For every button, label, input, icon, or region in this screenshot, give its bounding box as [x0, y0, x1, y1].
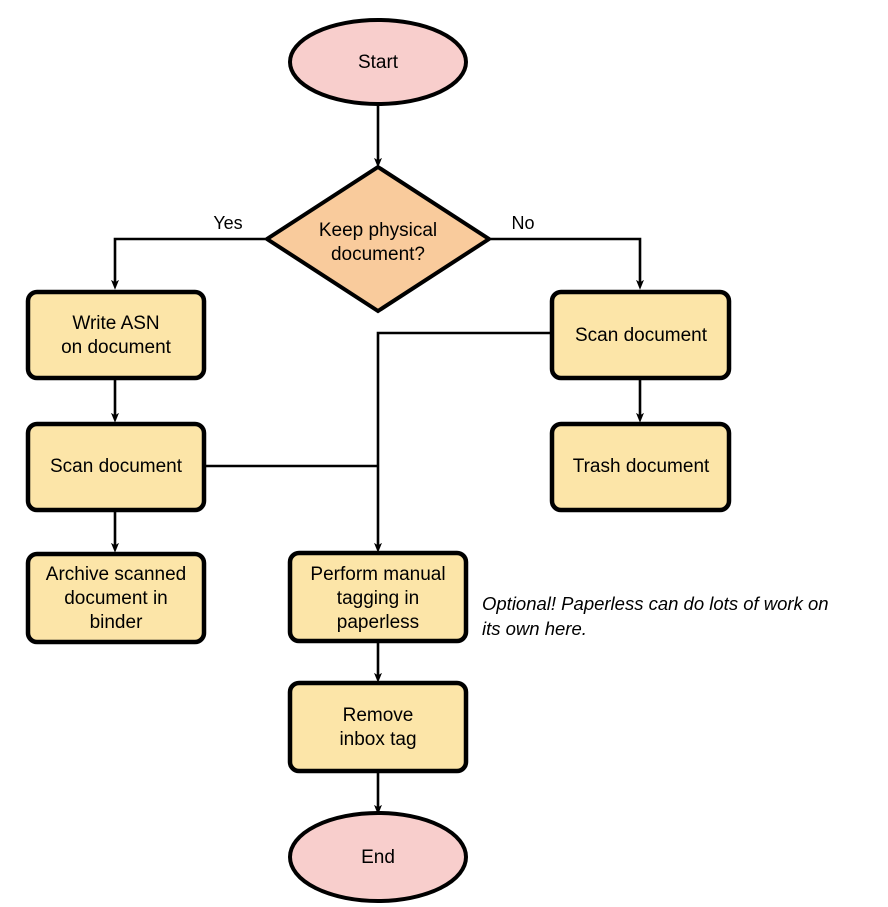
- node-archive-scanned-document[interactable]: Archive scanned document in binder: [25, 551, 207, 645]
- node-trash-document[interactable]: Trash document: [549, 421, 732, 513]
- start-label: Start: [358, 52, 399, 73]
- decision-diamond: [263, 164, 493, 314]
- start-ellipse: [288, 18, 468, 106]
- node-remove-inbox-tag[interactable]: Remove inbox tag: [287, 680, 469, 774]
- write-asn-label-line2: on document: [61, 337, 172, 358]
- node-scan-document-left[interactable]: Scan document: [25, 421, 207, 513]
- tagging-label-line2: tagging in: [337, 588, 419, 609]
- scan-right-box: [549, 289, 732, 381]
- tagging-label-line3: paperless: [337, 612, 419, 633]
- archive-label-line3: binder: [90, 612, 143, 633]
- edge-decision-no-to-scan-right: [491, 237, 644, 290]
- tagging-box: [287, 550, 469, 644]
- archive-box: [25, 551, 207, 645]
- trash-box: [549, 421, 732, 513]
- end-label: End: [361, 847, 395, 868]
- remove-tag-box: [287, 680, 469, 774]
- end-ellipse: [288, 811, 468, 903]
- scan-left-box: [25, 421, 207, 513]
- trash-label: Trash document: [573, 456, 710, 477]
- annotation-line2: its own here.: [482, 618, 587, 639]
- remove-tag-label-line2: inbox tag: [339, 729, 416, 750]
- write-asn-label-line1: Write ASN: [72, 313, 159, 334]
- node-end[interactable]: End: [288, 811, 468, 903]
- node-write-asn-on-document[interactable]: Write ASN on document: [25, 289, 207, 381]
- edge-label-no: No: [511, 213, 534, 233]
- edge-scan-right-to-tagging: [374, 331, 552, 553]
- decision-label-line1: Keep physical: [319, 220, 437, 241]
- tagging-label-line1: Perform manual: [310, 564, 445, 585]
- write-asn-box: [25, 289, 207, 381]
- edge-label-yes: Yes: [213, 213, 242, 233]
- node-start[interactable]: Start: [288, 18, 468, 106]
- remove-tag-label-line1: Remove: [343, 705, 414, 726]
- edge-decision-yes-to-write-asn: [111, 237, 265, 290]
- decision-label-line2: document?: [331, 244, 425, 265]
- scan-right-label: Scan document: [575, 325, 708, 346]
- annotation-line1: Optional! Paperless can do lots of work …: [482, 593, 829, 614]
- scan-left-label: Scan document: [50, 456, 183, 477]
- archive-label-line1: Archive scanned: [46, 564, 186, 585]
- node-perform-manual-tagging[interactable]: Perform manual tagging in paperless: [287, 550, 469, 644]
- node-decision-keep-physical-document[interactable]: Keep physical document?: [263, 164, 493, 314]
- archive-label-line2: document in: [64, 588, 168, 609]
- node-scan-document-right[interactable]: Scan document: [549, 289, 732, 381]
- annotation-optional-note: Optional! Paperless can do lots of work …: [482, 593, 829, 639]
